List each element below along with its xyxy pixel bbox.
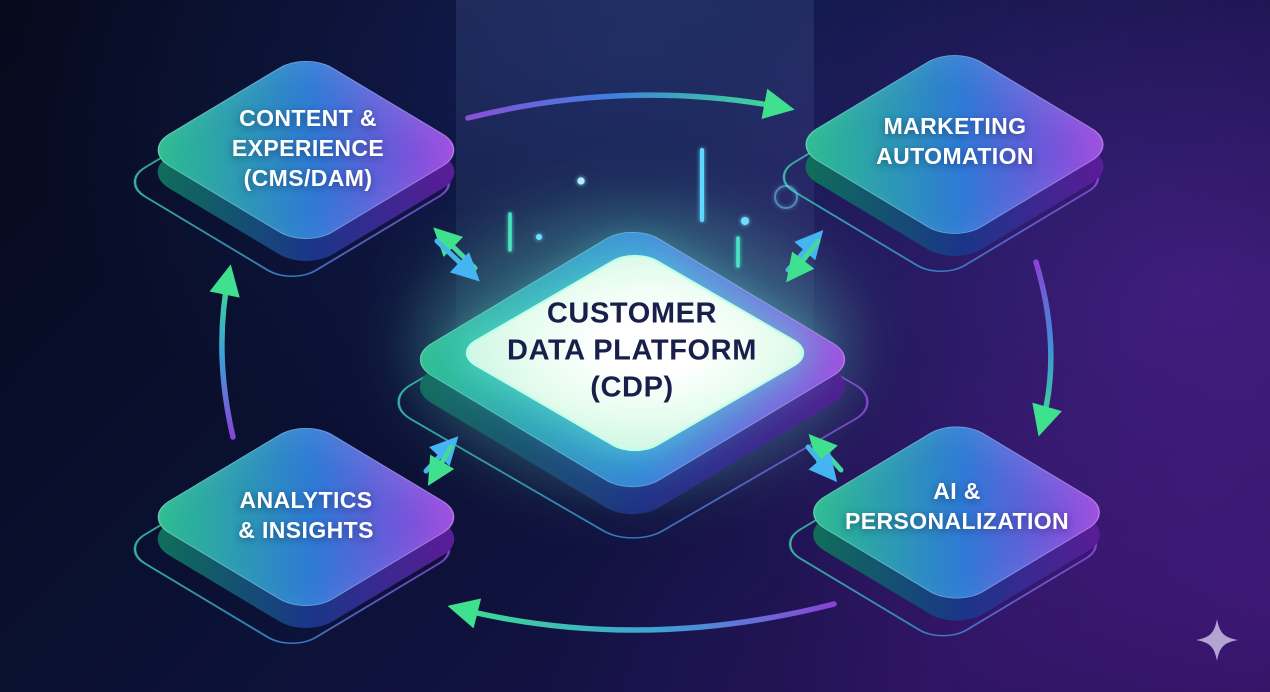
light-streaks: [508, 148, 798, 268]
label-analytics-insights: ANALYTICS & INSIGHTS: [238, 486, 374, 546]
arrow-cdp-to-ai: [805, 444, 838, 483]
label-line: PERSONALIZATION: [844, 508, 1070, 534]
arrow-content-to-cdp: [434, 238, 480, 282]
label-line: & INSIGHTS: [238, 517, 374, 543]
flow-arc-right: [1032, 259, 1062, 437]
label-line: MARKETING: [883, 113, 1027, 140]
cycle-arcs: [209, 88, 1062, 633]
bidirectional-arrows: [423, 227, 844, 486]
label-line: AUTOMATION: [876, 143, 1034, 169]
arrow-marketing-to-cdp: [786, 238, 821, 283]
label-line: DATA PLATFORM: [507, 334, 757, 367]
label-line: AI &: [933, 478, 981, 505]
label-line: ANALYTICS: [239, 487, 373, 514]
label-line: CONTENT &: [239, 105, 377, 132]
label-ai-personalization: AI & PERSONALIZATION: [845, 477, 1069, 537]
arrow-ai-to-cdp: [808, 434, 844, 473]
label-customer-data-platform: CUSTOMER DATA PLATFORM (CDP): [507, 295, 757, 406]
label-line: CUSTOMER: [546, 297, 718, 330]
label-content-experience: CONTENT & EXPERIENCE (CMS/DAM): [232, 104, 384, 194]
flow-arc-bottom: [447, 598, 837, 633]
flow-arc-left: [209, 264, 240, 440]
arrow-cdp-to-analytics: [427, 444, 455, 486]
label-line: (CMS/DAM): [243, 164, 373, 191]
label-marketing-automation: MARKETING AUTOMATION: [876, 112, 1034, 172]
label-line: (CDP): [590, 371, 674, 404]
arrow-cdp-to-marketing: [785, 230, 824, 273]
sparkle-icon: [1196, 619, 1238, 661]
flow-arc-top: [465, 88, 795, 121]
label-line: EXPERIENCE: [231, 135, 385, 162]
